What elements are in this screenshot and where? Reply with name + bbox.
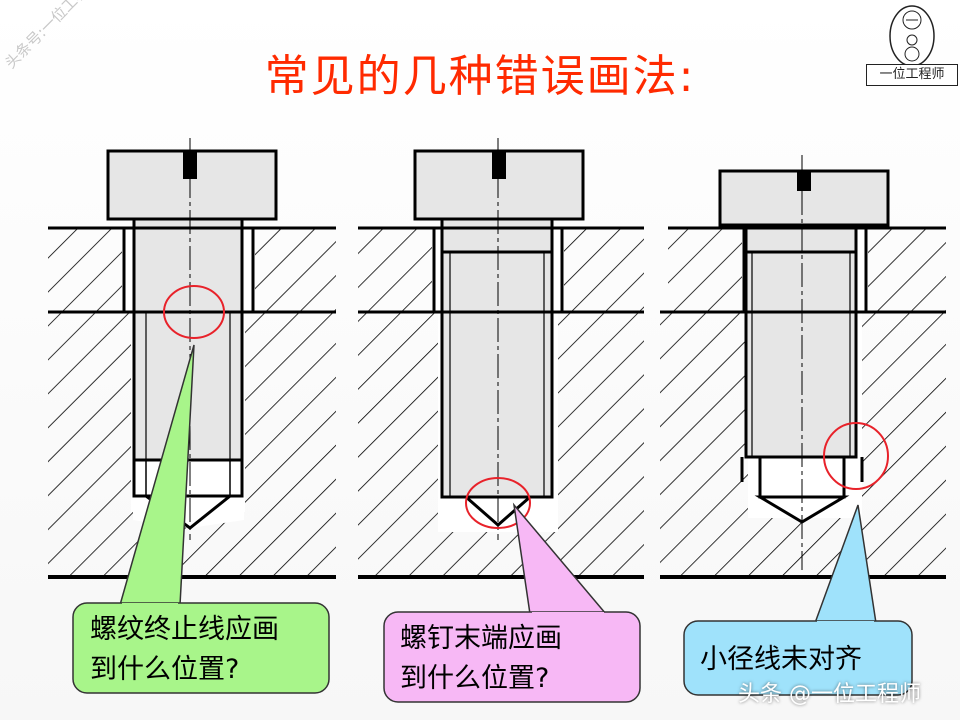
callout-1 [72,344,330,694]
callout-1-line-1: 螺纹终止线应画 [90,614,279,645]
highlight-circle-2 [465,477,531,529]
watermark-bottom: 头条 @一位工程师 [738,682,921,707]
callout-2-text: 螺钉末端应画 到什么位置? [400,619,562,699]
callout-3-line-1: 小径线未对齐 [700,644,862,675]
callout-3 [683,504,913,696]
page-title: 常见的几种错误画法: [264,51,696,102]
callout-2-line-2: 到什么位置? [400,663,550,694]
callout-1-line-2: 到什么位置? [90,654,240,685]
highlight-circle-1 [163,285,225,339]
panel-1-screw [48,138,336,540]
highlight-circle-3 [823,422,889,490]
panel-2-screw [358,138,644,540]
callout-2-line-1: 螺钉末端应画 [400,623,562,654]
callout-3-text: 小径线未对齐 [700,640,862,680]
callout-1-text: 螺纹终止线应画 到什么位置? [90,610,279,690]
panel-3-screw [660,155,946,570]
callout-2 [383,502,641,703]
logo-label: 一位工程师 [866,64,958,86]
